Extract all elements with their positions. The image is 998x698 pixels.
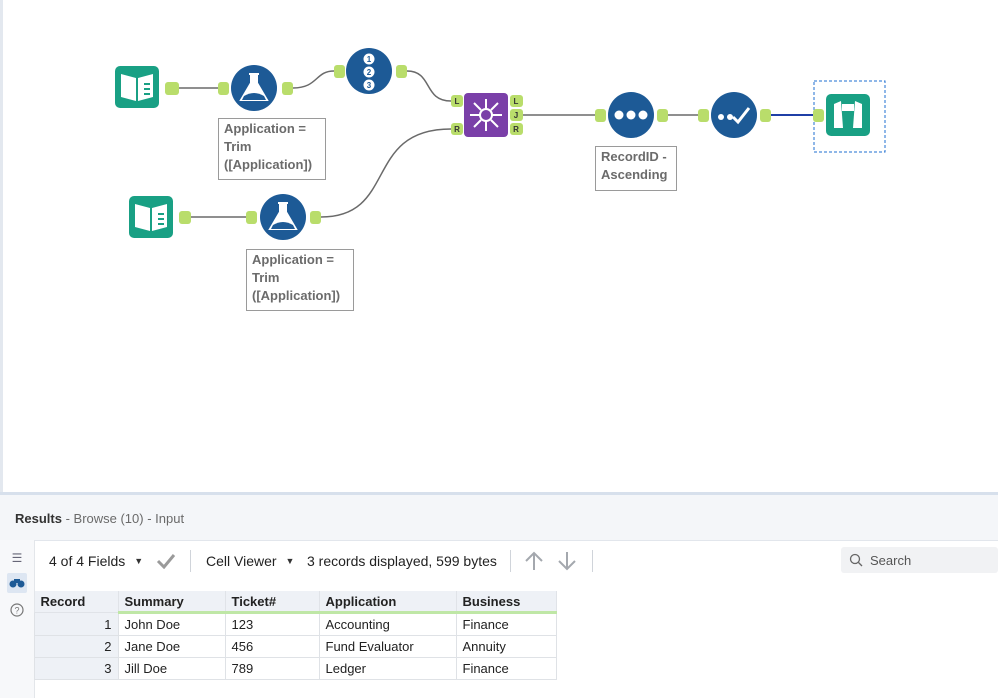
business-cell[interactable]: Finance	[455, 657, 557, 680]
browse-binoculars-icon	[834, 101, 862, 128]
ticket-cell[interactable]: 789	[224, 657, 320, 680]
sort-dots-icon	[614, 110, 624, 120]
binoculars-icon[interactable]	[7, 573, 27, 593]
results-table: Record Summary Ticket# Application Busin…	[34, 591, 557, 680]
join-anchor-right-out: R	[513, 125, 519, 134]
business-cell[interactable]: Finance	[455, 612, 557, 636]
column-header-record[interactable]: Record	[34, 591, 119, 613]
summary-cell[interactable]: Jane Doe	[117, 635, 226, 658]
business-cell[interactable]: Annuity	[455, 635, 557, 658]
connection-formula1-recordid	[292, 70, 335, 89]
join-anchor-join-out: J	[514, 111, 518, 120]
join-anchor-left-out: L	[514, 97, 519, 106]
chevron-down-icon: ▼	[285, 556, 295, 566]
application-cell[interactable]: Accounting	[318, 612, 457, 636]
formula-1-annotation: Application = Trim ([Application])	[218, 118, 326, 180]
record-number-cell[interactable]: 2	[34, 635, 119, 658]
cell-viewer-dropdown[interactable]: Cell Viewer ▼	[206, 541, 294, 581]
input-2-tool[interactable]	[129, 196, 191, 238]
scroll-down-button[interactable]	[556, 541, 578, 581]
search-icon	[849, 553, 863, 567]
results-toolbar: 4 of 4 Fields ▼ Cell Viewer ▼ 3 records di…	[34, 541, 998, 581]
table-header-row: Record Summary Ticket# Application Busin…	[34, 591, 557, 614]
column-header-summary[interactable]: Summary	[118, 591, 226, 614]
application-cell[interactable]: Fund Evaluator	[318, 635, 457, 658]
fields-dropdown[interactable]: 4 of 4 Fields ▼	[49, 541, 143, 581]
select-tool[interactable]	[698, 92, 771, 138]
output-anchor	[282, 82, 293, 95]
output-anchor	[165, 82, 179, 95]
chevron-down-icon: ▼	[134, 556, 144, 566]
formula-2-annotation: Application = Trim ([Application])	[246, 249, 354, 311]
record-number-cell[interactable]: 1	[34, 612, 119, 636]
svg-text:?: ?	[14, 606, 19, 616]
join-anchor-right-in: R	[454, 125, 460, 134]
connection-recordid-join	[406, 70, 452, 102]
join-anchor-left-in: L	[455, 97, 460, 106]
column-header-business[interactable]: Business	[456, 591, 557, 614]
column-header-application[interactable]: Application	[319, 591, 457, 614]
help-icon[interactable]: ?	[7, 600, 27, 620]
fields-label: 4 of 4 Fields	[49, 553, 126, 569]
sort-tool[interactable]	[595, 92, 668, 138]
join-tool[interactable]: L R L J R	[451, 93, 523, 137]
results-label: Results	[15, 511, 62, 526]
select-check-icon	[731, 107, 751, 125]
table-row[interactable]: 1 John Doe 123 Accounting Finance	[34, 612, 557, 636]
cell-viewer-label: Cell Viewer	[206, 553, 277, 569]
column-header-ticket[interactable]: Ticket#	[225, 591, 320, 614]
record-number-cell[interactable]: 3	[34, 657, 119, 680]
results-subtitle: - Browse (10) - Input	[61, 511, 185, 526]
workflow-canvas[interactable]: 1 2 3 L R	[0, 0, 998, 492]
search-input[interactable]: Search	[841, 547, 998, 573]
table-row[interactable]: 2 Jane Doe 456 Fund Evaluator Annuity	[34, 635, 557, 658]
arrow-up-icon	[525, 551, 543, 570]
browse-tool[interactable]	[813, 80, 886, 153]
svg-text:1: 1	[367, 55, 372, 64]
ticket-cell[interactable]: 123	[224, 612, 320, 636]
summary-cell[interactable]: John Doe	[117, 612, 226, 636]
formula-2-tool[interactable]	[246, 194, 321, 240]
results-side-rail: ☰ ?	[0, 540, 35, 698]
results-panel: Results - Browse (10) - Input ☰ ? 4 of 4…	[0, 492, 998, 698]
svg-text:2: 2	[367, 68, 372, 77]
list-icon[interactable]: ☰	[11, 551, 23, 565]
apply-check-button[interactable]	[156, 541, 176, 581]
record-id-tool[interactable]: 1 2 3	[334, 48, 407, 94]
arrow-down-icon	[558, 552, 576, 571]
input-1-tool[interactable]	[115, 66, 179, 108]
checkmark-icon	[156, 554, 176, 569]
records-status: 3 records displayed, 599 bytes	[307, 553, 497, 569]
table-row[interactable]: 3 Jill Doe 789 Ledger Finance	[34, 657, 557, 680]
selection-box	[813, 80, 886, 153]
ticket-cell[interactable]: 456	[224, 635, 320, 658]
application-cell[interactable]: Ledger	[318, 657, 457, 680]
formula-1-tool[interactable]	[218, 65, 293, 111]
sort-annotation: RecordID - Ascending	[595, 146, 677, 191]
results-title: Results - Browse (10) - Input	[15, 511, 184, 526]
input-anchor	[218, 82, 229, 95]
svg-text:3: 3	[367, 81, 372, 90]
join-icon	[470, 99, 502, 131]
results-header: Results - Browse (10) - Input	[0, 495, 998, 541]
connection-formula2-join	[320, 128, 452, 218]
summary-cell[interactable]: Jill Doe	[117, 657, 226, 680]
scroll-up-button[interactable]	[523, 541, 545, 581]
search-placeholder: Search	[870, 552, 912, 568]
